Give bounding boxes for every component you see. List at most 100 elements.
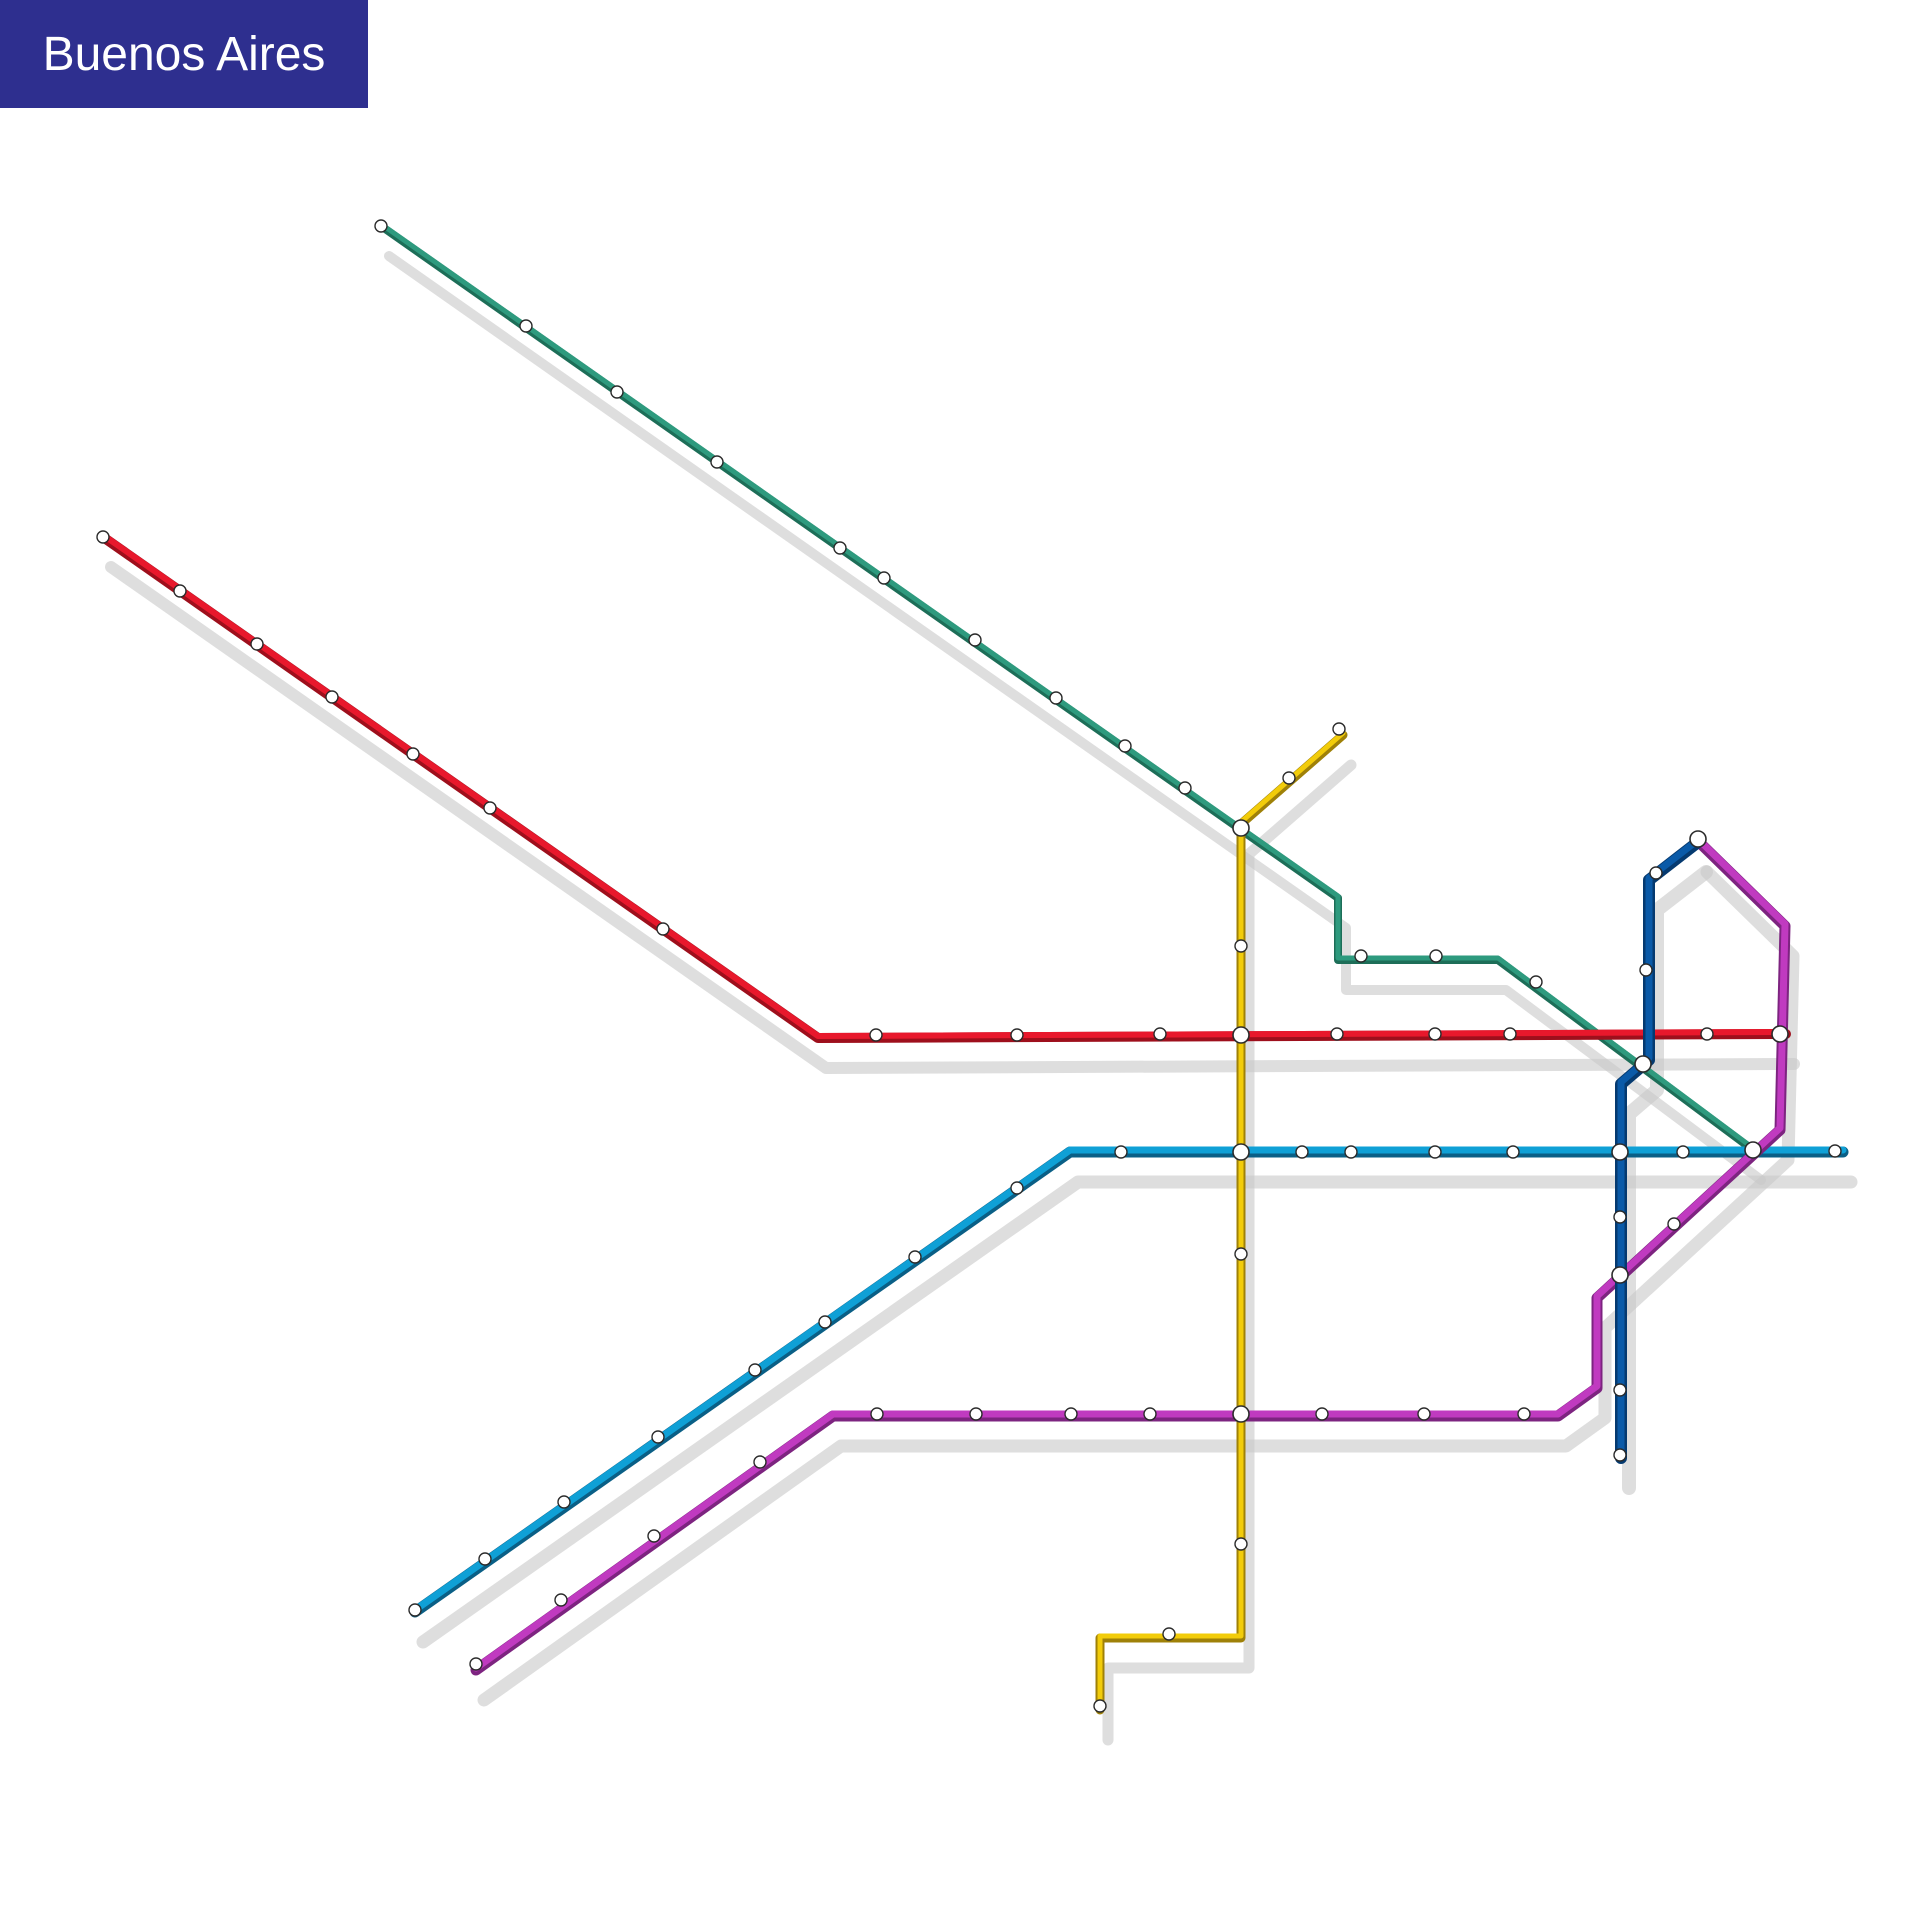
red-line-shadow <box>105 561 1800 1074</box>
cyan-station-11[interactable] <box>1344 1145 1358 1159</box>
green-station-2[interactable] <box>519 319 533 333</box>
green-station-1[interactable] <box>374 219 388 233</box>
purple-station-5[interactable] <box>870 1407 884 1421</box>
green-station-8[interactable] <box>1049 691 1063 705</box>
red-line[interactable] <box>98 532 1791 1043</box>
purple-station-11[interactable] <box>1517 1407 1531 1421</box>
green-station-11[interactable] <box>1354 949 1368 963</box>
purple-station-7[interactable] <box>1064 1407 1078 1421</box>
yellow-line-shadow <box>1102 759 1357 1746</box>
transfer-station-4[interactable] <box>1232 1405 1250 1423</box>
map-title: Buenos Aires <box>0 0 368 108</box>
yellow-line[interactable] <box>1095 730 1348 1715</box>
cyan-station-8[interactable] <box>1010 1181 1024 1195</box>
purple-line-shadow <box>477 865 1800 1707</box>
cyan-station-13[interactable] <box>1506 1145 1520 1159</box>
red-station-13[interactable] <box>1503 1027 1517 1041</box>
yellow-station-4[interactable] <box>1234 1247 1248 1261</box>
red-line-face <box>100 532 1789 1039</box>
purple-station-8[interactable] <box>1143 1407 1157 1421</box>
cyan-station-2[interactable] <box>478 1552 492 1566</box>
purple-station-2[interactable] <box>554 1593 568 1607</box>
red-station-7[interactable] <box>656 922 670 936</box>
cyan-line[interactable] <box>409 1146 1849 1618</box>
red-station-10[interactable] <box>1153 1027 1167 1041</box>
darkblue-station-4[interactable] <box>1613 1383 1627 1397</box>
transfer-station-7[interactable] <box>1744 1141 1762 1159</box>
yellow-station-2[interactable] <box>1282 771 1296 785</box>
red-station-6[interactable] <box>483 801 497 815</box>
cyan-station-3[interactable] <box>557 1495 571 1509</box>
red-station-8[interactable] <box>869 1028 883 1042</box>
transfer-station-9[interactable] <box>1689 830 1707 848</box>
red-station-1[interactable] <box>96 530 110 544</box>
cyan-station-5[interactable] <box>748 1363 762 1377</box>
yellow-station-5[interactable] <box>1234 1537 1248 1551</box>
red-station-2[interactable] <box>173 584 187 598</box>
transfer-station-5[interactable] <box>1634 1055 1652 1073</box>
red-station-3[interactable] <box>250 637 264 651</box>
purple-station-6[interactable] <box>969 1407 983 1421</box>
green-station-9[interactable] <box>1118 739 1132 753</box>
green-station-7[interactable] <box>968 633 982 647</box>
red-line-edge <box>98 532 1791 1043</box>
green-station-13[interactable] <box>1529 975 1543 989</box>
yellow-station-1[interactable] <box>1332 722 1346 736</box>
purple-line[interactable] <box>470 836 1791 1676</box>
yellow-line-edge <box>1095 730 1348 1715</box>
purple-station-9[interactable] <box>1315 1407 1329 1421</box>
cyan-line-shadow <box>416 1175 1858 1649</box>
line-shadows <box>105 251 1858 1746</box>
red-station-4[interactable] <box>325 690 339 704</box>
cyan-station-10[interactable] <box>1295 1145 1309 1159</box>
purple-station-1[interactable] <box>469 1657 483 1671</box>
yellow-station-6[interactable] <box>1162 1627 1176 1641</box>
cyan-line-face <box>411 1146 1847 1614</box>
yellow-station-3[interactable] <box>1234 939 1248 953</box>
cyan-station-9[interactable] <box>1114 1145 1128 1159</box>
green-station-4[interactable] <box>710 455 724 469</box>
cyan-station-4[interactable] <box>651 1430 665 1444</box>
cyan-station-6[interactable] <box>818 1315 832 1329</box>
purple-station-10[interactable] <box>1417 1407 1431 1421</box>
cyan-station-12[interactable] <box>1428 1145 1442 1159</box>
green-line-face <box>378 221 1756 1151</box>
green-station-12[interactable] <box>1429 949 1443 963</box>
cyan-station-14[interactable] <box>1676 1145 1690 1159</box>
red-station-14[interactable] <box>1700 1027 1714 1041</box>
purple-station-12[interactable] <box>1667 1217 1681 1231</box>
green-station-10[interactable] <box>1178 781 1192 795</box>
transfer-station-10[interactable] <box>1611 1266 1629 1284</box>
green-line-edge <box>377 222 1757 1154</box>
red-station-5[interactable] <box>406 747 420 761</box>
red-station-12[interactable] <box>1428 1027 1442 1041</box>
red-station-11[interactable] <box>1330 1027 1344 1041</box>
stations <box>96 219 1842 1713</box>
green-station-6[interactable] <box>877 571 891 585</box>
transfer-station-1[interactable] <box>1232 819 1250 837</box>
green-station-3[interactable] <box>610 385 624 399</box>
green-station-5[interactable] <box>833 541 847 555</box>
transfer-station-8[interactable] <box>1771 1025 1789 1043</box>
darkblue-line-shadow <box>1622 865 1713 1495</box>
metro-lines <box>98 221 1849 1715</box>
cyan-station-15[interactable] <box>1828 1144 1842 1158</box>
yellow-line-face <box>1097 730 1346 1711</box>
darkblue-station-5[interactable] <box>1613 1448 1627 1462</box>
purple-station-4[interactable] <box>753 1455 767 1469</box>
transfer-station-6[interactable] <box>1611 1143 1629 1161</box>
transfer-station-2[interactable] <box>1232 1026 1250 1044</box>
red-station-9[interactable] <box>1010 1028 1024 1042</box>
cyan-station-1[interactable] <box>408 1603 422 1617</box>
darkblue-station-1[interactable] <box>1649 866 1663 880</box>
transfer-station-3[interactable] <box>1232 1143 1250 1161</box>
green-line[interactable] <box>377 221 1757 1154</box>
cyan-station-7[interactable] <box>908 1250 922 1264</box>
purple-line-face <box>472 836 1789 1672</box>
purple-station-3[interactable] <box>647 1529 661 1543</box>
green-line-shadow <box>384 251 1766 1185</box>
yellow-station-7[interactable] <box>1093 1699 1107 1713</box>
darkblue-station-2[interactable] <box>1639 963 1653 977</box>
darkblue-station-3[interactable] <box>1613 1210 1627 1224</box>
